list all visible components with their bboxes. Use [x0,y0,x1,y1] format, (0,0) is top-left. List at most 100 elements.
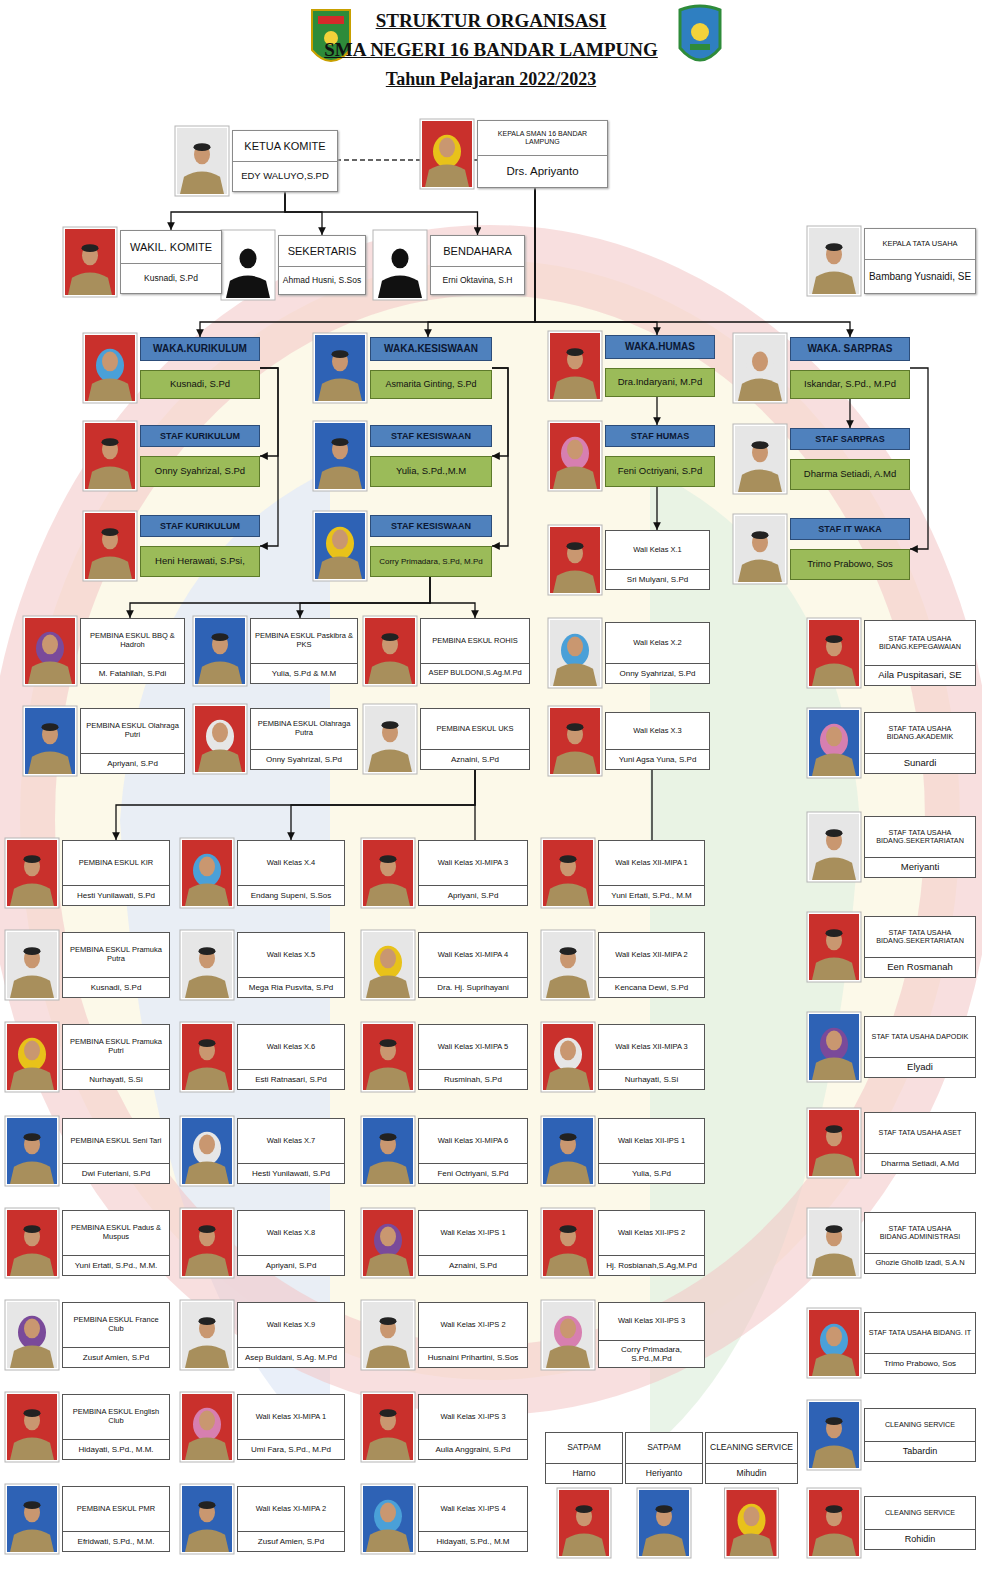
role-label: CLEANING SERVICE [865,1497,975,1529]
role-label: PEMBINA ESKUL Olahraga Putra [251,709,357,749]
person-card: KETUA KOMITEEDY WALUYO,S.PD [232,130,338,192]
person-name: Nurhayati, S.Si [599,1069,704,1089]
person-name: Trimo Prabowo, Sos [790,549,910,580]
person-name: Dharma Setiadi, A.Md [790,459,910,490]
connector [130,577,430,618]
person-card: SATPAMHeriyanto [625,1432,703,1484]
portrait-photo [83,333,137,403]
person-card: STAF TATA USAHA DAPODIKElyadi [864,1016,976,1078]
person-card: STAF KURIKULUMOnny Syahrizal, S.Pd [140,425,260,487]
portrait-photo [733,514,787,584]
role-label: PEMBINA ESKUL Olahraga Putri [81,709,184,753]
person-name: Esti Ratnasari, S.Pd [238,1069,344,1089]
portrait-photo [180,1116,234,1186]
person-name: Apriyani, S.Pd [238,1255,344,1275]
person-card: WAKA.KESISWAANAsmarita Ginting, S.Pd [370,337,492,399]
person-card: WAKA. SARPRASIskandar, S.Pd., M.Pd [790,337,910,399]
connector [535,188,850,337]
portrait-photo [637,1488,691,1558]
portrait-photo [361,1116,415,1186]
portrait-photo [725,1488,779,1558]
portrait-photo [541,930,595,1000]
person-card: SATPAMHarno [545,1432,623,1484]
role-label: Wali Kelas XI-MIPA 6 [419,1119,527,1163]
role-label: Wali Kelas X.5 [238,933,344,977]
person-name: Dra. Hj. Suprihayani [419,977,527,997]
role-label: Wali Kelas XI-MIPA 1 [238,1395,344,1439]
role-label: Wali Kelas X.2 [606,623,709,663]
person-card: Wali Kelas X.4Endang Supeni, S.Sos [237,840,345,906]
role-label: Wali Kelas XI-IPS 4 [419,1487,527,1531]
person-name: Yuni Agsa Yuna, S.Pd [606,749,709,769]
role-label: PEMBINA ESKUL Pramuka Putri [63,1025,169,1069]
person-name: Nurhayati, S.Si [63,1069,169,1089]
role-label: KEPALA SMAN 16 BANDAR LAMPUNG [478,121,607,156]
person-card: Wali Kelas X.1Sri Mulyani, S.Pd [605,530,710,590]
person-card: STAF TATA USAHA ASETDharma Setiadi, A.Md [864,1112,976,1174]
person-name: Erni Oktavina, S.H [431,267,524,294]
school-logo [680,6,720,60]
role-label: STAF TATA USAHA BIDANG.AKADEMIK [865,713,975,753]
role-label: Wali Kelas X.9 [238,1303,344,1347]
connector [260,368,278,546]
role-label: Wali Kelas X.1 [606,531,709,569]
person-name: Een Rosmanah [865,957,975,977]
person-name: Onny Syahrizal, S.Pd [251,749,357,769]
connector [291,770,475,840]
portrait-photo [548,525,602,595]
person-name: Asep Buldani, S.Ag. M.Pd [238,1347,344,1367]
role-label: Wali Kelas XI-IPS 1 [419,1211,527,1255]
portrait-photo [807,1400,861,1470]
portrait-photo [807,1308,861,1378]
person-name: Onny Syahrizal, S.Pd [606,663,709,683]
portrait-photo [373,230,427,300]
person-card: Wali Kelas XII-IPS 3Corry Primadara, S.P… [598,1302,705,1368]
person-name: Feni Octriyani, S.Pd [419,1163,527,1183]
person-card: SEKERTARISAhmad Husni, S.Sos [278,235,366,295]
person-name: Zusuf Amien, S.Pd [238,1531,344,1551]
person-name: Sri Mulyani, S.Pd [606,569,709,589]
person-card: PEMBINA ESKUL BBQ & HadrohM. Fatahilah, … [80,618,185,684]
portrait-photo [180,930,234,1000]
person-card: PEMBINA ESKUL ROHISASEP BULDONI,S.Ag.M.P… [420,618,530,684]
portrait-photo [180,1022,234,1092]
connector [430,577,475,618]
person-name: Aznaini, S.Pd [421,749,529,769]
connector [300,577,430,618]
person-name: Kusnadi, S.Pd [140,370,260,400]
portrait-photo [23,706,77,776]
role-label: WAKA. SARPRAS [790,337,910,361]
person-card: Wali Kelas XI-IPS 4Hidayati, S.Pd., M.M [418,1486,528,1552]
portrait-photo [5,838,59,908]
connector [171,192,285,230]
connector [910,368,928,549]
person-card: PEMBINA ESKUL Olahraga PutraOnny Syahriz… [250,708,358,770]
person-card: STAF HUMASFeni Octriyani, S.Pd [605,425,715,487]
person-card: Wali Kelas XII-MIPA 2Kencana Dewi, S.Pd [598,932,705,998]
portrait-photo [361,1484,415,1554]
role-label: Wali Kelas XII-MIPA 2 [599,933,704,977]
person-name: Harno [546,1463,622,1483]
person-card: STAF KESISWAANYulia, S.Pd.,M.M [370,425,492,487]
person-card: WAKIL. KOMITEKusnadi, S.Pd [120,230,222,294]
portrait-photo [541,1022,595,1092]
person-name: Dra.Indaryani, M.Pd [605,368,715,398]
person-name: Feni Octriyani, S.Pd [605,456,715,487]
person-card: STAF TATA USAHA BIDANG.KEPEGAWAIANAila P… [864,620,976,686]
role-label: PEMBINA ESKUL Seni Tari [63,1119,169,1163]
person-name: Kusnadi, S.Pd [121,264,221,293]
person-card: Wali Kelas XII-IPS 1Yulia, S.Pd [598,1118,705,1184]
portrait-photo [807,708,861,778]
portrait-photo [5,1484,59,1554]
person-card: CLEANING SERVICEMihudin [705,1432,798,1484]
person-name: Sunardi [865,753,975,773]
person-name: Hj. Rosbianah,S.Ag,M.Pd [599,1255,704,1275]
person-name: Dharma Setiadi, A.Md [865,1153,975,1173]
role-label: STAF TATA USAHA BIDANG.SEKERTARIATAN [865,817,975,857]
connector [656,397,657,425]
connector [260,368,278,456]
portrait-photo [180,1208,234,1278]
portrait-photo [361,930,415,1000]
person-name: Apriyani, S.Pd [81,753,184,773]
role-label: STAF TATA USAHA BIDANG.KEPEGAWAIAN [865,621,975,665]
